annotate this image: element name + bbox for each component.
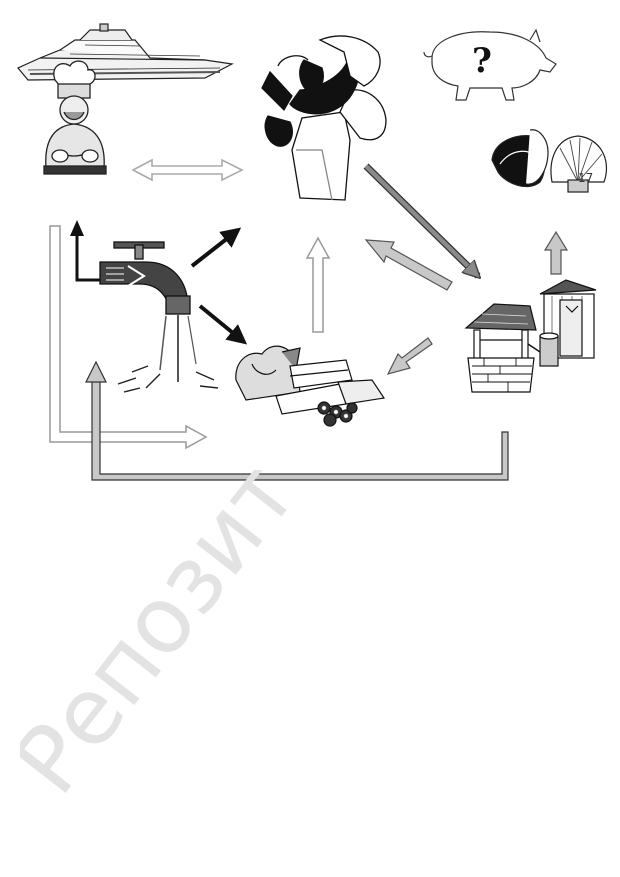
pig-question-mark: ? bbox=[472, 41, 492, 81]
arrow-elbow-well-tap bbox=[85, 360, 509, 481]
arrow-chef-ship bbox=[131, 158, 244, 182]
clam-number-label: 17 bbox=[578, 171, 593, 185]
arrow-tap-up bbox=[75, 232, 100, 282]
arrow-well-food bbox=[386, 337, 433, 375]
arrow-people-well-fill bbox=[364, 164, 478, 276]
well-icon bbox=[464, 303, 541, 393]
outhouse-icon bbox=[539, 279, 597, 367]
shellfish-icon bbox=[491, 129, 608, 193]
arrow-food-people bbox=[305, 236, 331, 333]
arrow-tap-up-head bbox=[70, 220, 84, 236]
people-icon bbox=[261, 35, 387, 201]
faucet-icon bbox=[99, 241, 219, 393]
arrow-tap-food bbox=[198, 304, 248, 345]
arrow-well-people bbox=[364, 239, 453, 291]
arrow-tap-people bbox=[190, 227, 242, 268]
food-icon bbox=[235, 345, 386, 427]
arrow-elbow-tap-food bbox=[49, 225, 208, 450]
pig-icon bbox=[423, 28, 557, 101]
chef-icon bbox=[43, 60, 107, 175]
ship-icon bbox=[17, 23, 234, 81]
arrow-outhouse-shellfish bbox=[543, 230, 569, 275]
